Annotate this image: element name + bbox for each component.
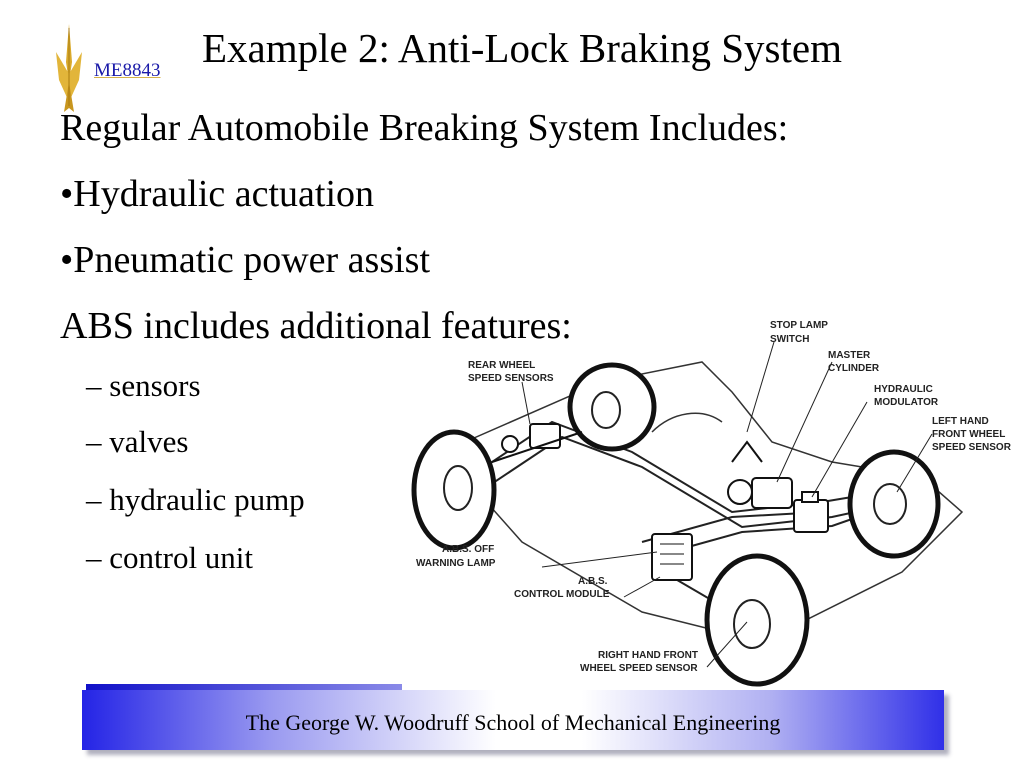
label-master-cylinder: MASTER (828, 350, 871, 361)
label-rear-wheel-sensors-2: SPEED SENSORS (468, 373, 554, 384)
wheel-front-right (704, 553, 810, 687)
label-right-front-sensor: RIGHT HAND FRONT (598, 650, 698, 661)
diagram-labels: STOP LAMP SWITCH MASTER CYLINDER HYDRAUL… (416, 320, 1012, 674)
sub-item-valves: – valves (86, 424, 189, 459)
label-rear-wheel-sensors: REAR WHEEL (468, 360, 535, 371)
label-left-front-sensor: LEFT HAND (932, 416, 989, 427)
label-hydraulic-modulator: HYDRAULIC (874, 384, 933, 395)
label-left-front-sensor-3: SPEED SENSOR (932, 442, 1012, 453)
label-right-front-sensor-2: WHEEL SPEED SENSOR (580, 663, 698, 674)
label-abs-control-module: A.B.S. (578, 576, 608, 587)
abs-diagram: STOP LAMP SWITCH MASTER CYLINDER HYDRAUL… (411, 320, 1012, 687)
label-abs-warning-lamp-2: WARNING LAMP (416, 558, 496, 569)
rear-axle-assembly (491, 423, 583, 463)
wheel-rear-right (567, 362, 657, 452)
wheel-front-left (847, 449, 941, 559)
hydraulic-modulator (793, 491, 829, 533)
georgia-tech-logo-icon (56, 24, 82, 112)
footer-bar: The George W. Woodruff School of Mechani… (82, 690, 944, 750)
label-left-front-sensor-2: FRONT WHEEL (932, 429, 1005, 440)
label-abs-control-module-2: CONTROL MODULE (514, 589, 610, 600)
sub-item-control-unit: – control unit (86, 540, 254, 575)
sub-item-sensors: – sensors (86, 368, 201, 403)
slide-title: Example 2: Anti-Lock Braking System (202, 25, 842, 71)
leader-lines (521, 341, 933, 668)
label-master-cylinder-2: CYLINDER (828, 363, 880, 374)
wheel-rear-left (411, 429, 497, 551)
label-hydraulic-modulator-2: MODULATOR (874, 397, 939, 408)
bullet-hydraulic-actuation: •Hydraulic actuation (60, 173, 375, 215)
footer-accent-bar (86, 684, 402, 694)
sub-item-hydraulic-pump: – hydraulic pump (86, 482, 305, 517)
label-abs-warning-lamp: A.B.S. OFF (442, 544, 494, 555)
course-code: ME8843 (94, 60, 161, 81)
abs-control-module (651, 533, 693, 581)
body-line-abs-features: ABS includes additional features: (60, 305, 572, 347)
label-stop-lamp-switch: STOP LAMP (770, 320, 828, 331)
bullet-pneumatic-power-assist: •Pneumatic power assist (60, 239, 431, 281)
label-stop-lamp-switch-2: SWITCH (770, 334, 809, 345)
master-cylinder (727, 440, 793, 509)
body-line-intro: Regular Automobile Breaking System Inclu… (60, 107, 789, 149)
footer-text: The George W. Woodruff School of Mechani… (245, 710, 781, 735)
